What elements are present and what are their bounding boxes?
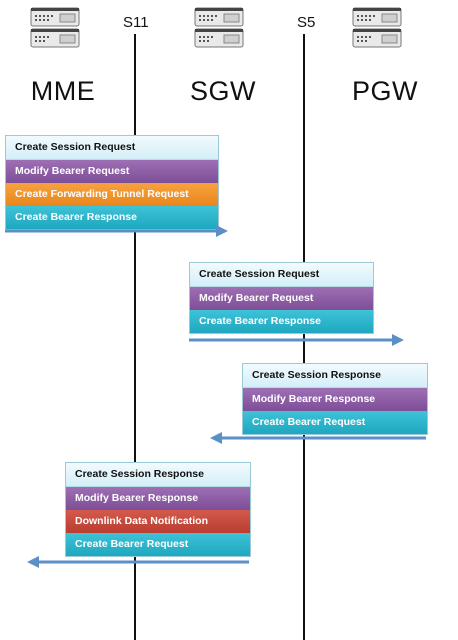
interface-label-s11: S11 xyxy=(123,14,149,31)
message-modify-bearer-request: Modify Bearer Request xyxy=(6,160,218,183)
message-create-session-request: Create Session Request xyxy=(6,136,218,160)
arrow-right-1 xyxy=(5,225,228,237)
message-group-sgw-to-pgw: Create Session Request Modify Bearer Req… xyxy=(189,262,374,334)
node-label-sgw: SGW xyxy=(190,76,256,106)
message-group-mme-to-sgw-1: Create Session Request Modify Bearer Req… xyxy=(5,135,219,230)
node-label-pgw: PGW xyxy=(352,76,418,106)
message-group-pgw-to-sgw: Create Session Response Modify Bearer Re… xyxy=(242,363,428,435)
s5-interface-line xyxy=(303,34,305,640)
sgw-server-icon xyxy=(194,7,244,48)
message-create-session-response: Create Session Response xyxy=(66,463,250,487)
message-modify-bearer-response: Modify Bearer Response xyxy=(243,388,427,411)
arrow-left-3 xyxy=(210,432,426,444)
message-create-session-response: Create Session Response xyxy=(243,364,427,388)
arrow-left-4 xyxy=(27,556,249,568)
arrow-right-2 xyxy=(189,334,404,346)
message-modify-bearer-response: Modify Bearer Response xyxy=(66,487,250,510)
message-create-session-request: Create Session Request xyxy=(190,263,373,287)
message-create-forwarding-tunnel-request: Create Forwarding Tunnel Request xyxy=(6,183,218,206)
message-downlink-data-notification: Downlink Data Notification xyxy=(66,510,250,533)
message-modify-bearer-request: Modify Bearer Request xyxy=(190,287,373,310)
message-create-bearer-request: Create Bearer Request xyxy=(243,411,427,434)
interface-label-s5: S5 xyxy=(297,14,316,31)
message-create-bearer-response: Create Bearer Response xyxy=(6,206,218,229)
pgw-server-icon xyxy=(352,7,402,48)
mme-server-icon xyxy=(30,7,80,48)
message-create-bearer-request: Create Bearer Request xyxy=(66,533,250,556)
s11-interface-line xyxy=(134,34,136,640)
message-create-bearer-response: Create Bearer Response xyxy=(190,310,373,333)
message-group-sgw-to-mme: Create Session Response Modify Bearer Re… xyxy=(65,462,251,557)
node-label-mme: MME xyxy=(30,76,96,106)
